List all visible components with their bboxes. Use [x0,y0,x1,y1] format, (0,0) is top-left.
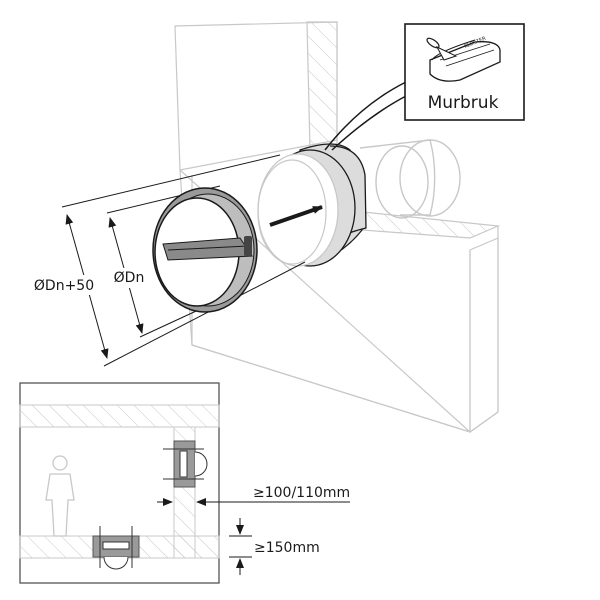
ceiling-slab [19,404,220,428]
airflow-arrow-icon [269,205,323,227]
duct-behind [359,139,461,219]
damper [152,187,258,313]
wall-section-hatch [306,21,338,151]
mortar-callout: KLOSTER Murbruk [324,23,525,151]
wall-damper-icon [163,440,208,488]
dimension-outer: ØDn+50 [26,214,109,359]
person-icon [45,455,75,537]
wall-clearance-label: ≥100/110mm [253,485,350,501]
floor-damper-icon [92,526,140,570]
dimension-inner: ØDn [108,217,150,334]
floor-clearance-dimension [229,518,252,575]
mortar-sleeve [257,143,367,267]
dimension-outer-label: ØDn+50 [34,278,94,294]
section-inset [19,382,350,584]
callout-label: Murbruk [428,93,499,113]
dimension-inner-label: ØDn [114,270,145,286]
wall-3d [174,21,501,434]
floor-clearance-label: ≥150mm [254,540,320,556]
